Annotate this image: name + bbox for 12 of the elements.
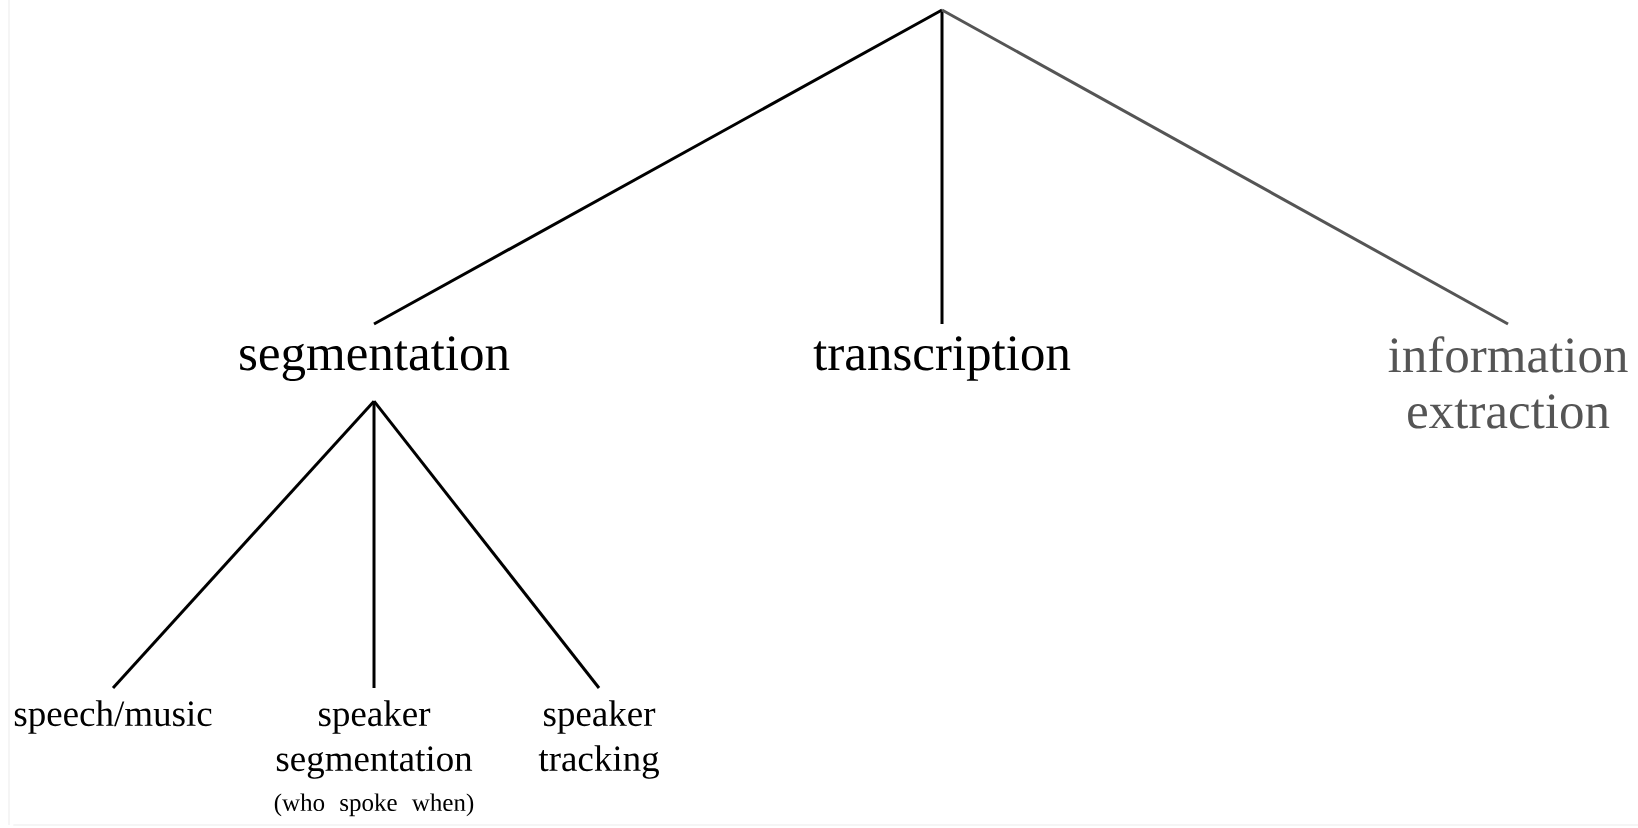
tree-line (372, 400, 601, 689)
node-label: speaker segmentation (who spoke when) (274, 700, 474, 817)
tree-line (373, 8, 943, 326)
tree-line (372, 401, 376, 688)
node-label: speech/music (14, 700, 212, 734)
node-label: speaker tracking (538, 700, 659, 779)
node-label: transcription (813, 336, 1071, 381)
node-label: information extraction (1388, 336, 1628, 429)
tree-line (941, 8, 1509, 326)
tree-line (940, 10, 944, 324)
node-label: segmentation (240, 336, 510, 381)
tree-line (111, 400, 376, 689)
